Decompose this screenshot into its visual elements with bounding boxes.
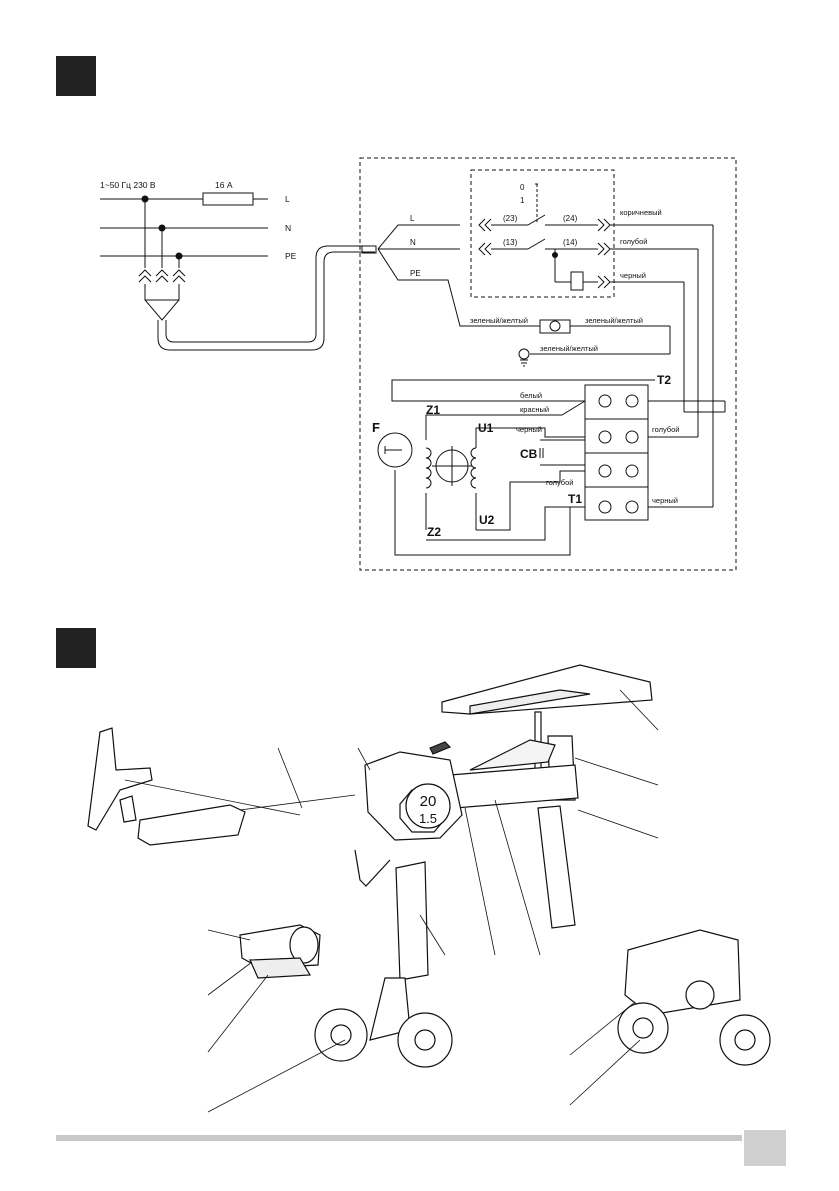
wire-brown: коричневый xyxy=(620,208,662,217)
handle-left xyxy=(87,727,153,831)
wheel-engine-right xyxy=(719,1014,771,1066)
main-beam xyxy=(449,764,579,809)
terminal-23: (23) xyxy=(503,214,518,223)
wire-blue-low: голубой xyxy=(546,478,573,487)
cover-plate xyxy=(137,804,246,846)
support-leg xyxy=(537,805,576,929)
fuse-label: 16 А xyxy=(215,180,233,190)
switch-in-pe: PE xyxy=(410,269,421,278)
line-pe-label: PE xyxy=(285,251,297,261)
wire-blue-mid: голубой xyxy=(652,425,679,434)
petrol-engine xyxy=(624,929,741,1016)
label-t2: T2 xyxy=(657,373,671,387)
gauge-bottom-value: 1.5 xyxy=(419,811,437,826)
wire-ge-1: зеленый/желтый xyxy=(470,316,528,325)
wheel-engine-left xyxy=(617,1002,669,1054)
switch-in-n: N xyxy=(410,238,416,247)
supply-label: 1~50 Гц 230 В xyxy=(100,180,156,190)
line-l-label: L xyxy=(285,194,290,204)
switch-in-l: L xyxy=(410,214,415,223)
label-u2: U2 xyxy=(479,513,495,527)
switch-pos1: 1 xyxy=(520,196,525,205)
terminal-13: (13) xyxy=(503,238,518,247)
wire-white: белый xyxy=(520,391,542,400)
wheel-left xyxy=(314,1008,368,1062)
main-column xyxy=(395,861,429,981)
pusher-post xyxy=(547,735,576,801)
wire-black-mid: черный xyxy=(516,425,542,434)
junction-dot xyxy=(158,224,166,232)
wiring-diagram: 1~50 Гц 230 В 16 А L N PE 0 1 L N PE (23… xyxy=(100,157,737,571)
label-u1: U1 xyxy=(478,421,494,435)
pressure-gauge xyxy=(405,783,451,829)
wire-black-low: черный xyxy=(652,496,678,505)
label-z1: Z1 xyxy=(426,403,440,417)
junction-dot xyxy=(552,252,558,258)
junction-dot xyxy=(141,195,149,203)
terminal-24: (24) xyxy=(563,214,578,223)
label-z2: Z2 xyxy=(427,525,441,539)
wire-red: красный xyxy=(520,405,549,414)
section-marker-1 xyxy=(56,56,96,96)
terminal-14: (14) xyxy=(563,238,578,247)
motor-housing xyxy=(364,751,463,841)
switch-pos0: 0 xyxy=(520,183,525,192)
label-cb: CB xyxy=(520,447,538,461)
footer-bar xyxy=(56,1135,742,1141)
section-marker-2 xyxy=(56,628,96,668)
wire-ge-3: зеленый/желтый xyxy=(540,344,598,353)
wire-ge-2: зеленый/желтый xyxy=(585,316,643,325)
label-t1: T1 xyxy=(568,492,582,506)
junction-dot xyxy=(175,252,183,260)
wheel-right xyxy=(397,1012,453,1068)
wire-black-top: черный xyxy=(620,271,646,280)
wire-blue-top: голубой xyxy=(620,237,647,246)
electric-motor xyxy=(239,924,321,969)
line-n-label: N xyxy=(285,223,291,233)
page-number-box xyxy=(744,1130,786,1166)
log-table xyxy=(441,664,653,715)
label-f: F xyxy=(372,420,380,435)
gauge-top-value: 20 xyxy=(420,793,437,810)
